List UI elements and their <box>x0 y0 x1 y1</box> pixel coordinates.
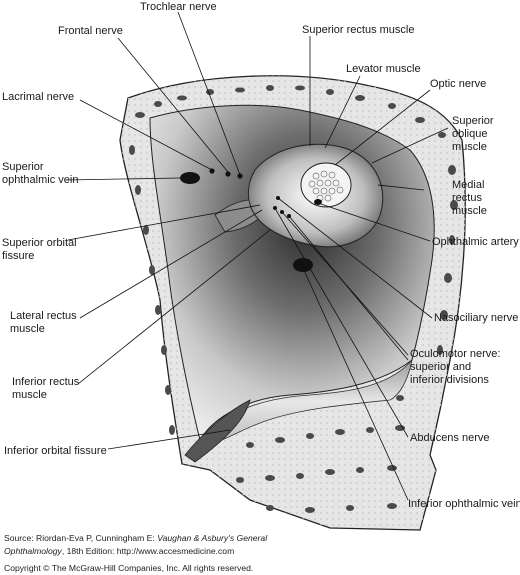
label-oculomotor-nerve: Oculomotor nerve: superior and inferior … <box>410 348 504 386</box>
label-superior-oblique-muscle-line1: Superior <box>452 115 494 127</box>
label-inferior-rectus-muscle-line1: Inferior rectus <box>12 376 80 388</box>
label-inferior-ophthalmic-vein: Inferior ophthalmic vein <box>408 498 520 510</box>
source-suffix: , 18th Edition: http://www.accesmedicine… <box>61 546 235 556</box>
label-superior-ophthalmic-vein-line2: ophthalmic vein <box>2 174 78 186</box>
label-levator-muscle: Levator muscle <box>346 63 421 75</box>
label-lateral-rectus-muscle-line1: Lateral rectus <box>10 310 77 322</box>
label-inferior-rectus-muscle: Inferior rectus muscle <box>12 376 82 401</box>
label-optic-nerve: Optic nerve <box>430 78 486 90</box>
label-trochlear-nerve: Trochlear nerve <box>140 1 217 13</box>
label-lateral-rectus-muscle-line2: muscle <box>10 323 45 335</box>
label-oculomotor-nerve-line3: inferior divisions <box>410 374 489 386</box>
label-medial-rectus-muscle-line2: rectus <box>452 192 482 204</box>
label-frontal-nerve: Frontal nerve <box>58 25 123 37</box>
inferior-ophthalmic-vein-opening <box>293 258 313 272</box>
source-prefix: Source: Riordan-Eva P, Cunningham E: <box>4 533 158 543</box>
label-abducens-nerve: Abducens nerve <box>410 432 490 444</box>
label-lacrimal-nerve: Lacrimal nerve <box>2 91 74 103</box>
copyright-notice: Copyright © The McGraw-Hill Companies, I… <box>4 563 254 573</box>
source-title-line2: Ophthalmology <box>4 546 62 556</box>
label-medial-rectus-muscle-line3: muscle <box>452 205 487 217</box>
source-credit: Source: Riordan-Eva P, Cunningham E: Vau… <box>4 533 267 543</box>
label-superior-ophthalmic-vein: Superior ophthalmic vein <box>2 161 78 186</box>
label-medial-rectus-muscle-line1: Medial <box>452 179 484 191</box>
label-superior-orbital-fissure: Superior orbital fissure <box>2 237 80 262</box>
superior-ophthalmic-vein-opening <box>180 172 200 184</box>
label-oculomotor-nerve-line1: Oculomotor nerve: <box>410 348 500 360</box>
label-superior-orbital-fissure-line1: Superior orbital <box>2 237 77 249</box>
label-superior-oblique-muscle: Superior oblique muscle <box>452 115 497 153</box>
label-superior-oblique-muscle-line3: muscle <box>452 141 487 153</box>
label-superior-rectus-muscle: Superior rectus muscle <box>302 24 415 36</box>
label-ophthalmic-artery: Ophthalmic artery <box>432 236 519 248</box>
label-nasociliary-nerve: Nasociliary nerve <box>434 312 518 324</box>
label-superior-ophthalmic-vein-line1: Superior <box>2 161 44 173</box>
label-medial-rectus-muscle: Medial rectus muscle <box>452 179 487 217</box>
label-inferior-orbital-fissure: Inferior orbital fissure <box>4 445 107 457</box>
label-superior-oblique-muscle-line2: oblique <box>452 128 487 140</box>
optic-nerve-fibers <box>308 170 344 202</box>
inferior-orbital-fissure-shape <box>184 399 251 463</box>
bone-trabeculae <box>129 85 458 513</box>
label-lateral-rectus-muscle: Lateral rectus muscle <box>10 310 80 335</box>
source-title-line1: Vaughan & Asbury's General <box>157 533 268 543</box>
label-superior-orbital-fissure-line2: fissure <box>2 250 34 262</box>
label-inferior-rectus-muscle-line2: muscle <box>12 389 47 401</box>
leader-lines <box>65 11 449 501</box>
label-oculomotor-nerve-line2: superior and <box>410 361 471 373</box>
orbital-floor <box>199 358 413 444</box>
source-credit-line2: Ophthalmology, 18th Edition: http://www.… <box>4 546 234 556</box>
